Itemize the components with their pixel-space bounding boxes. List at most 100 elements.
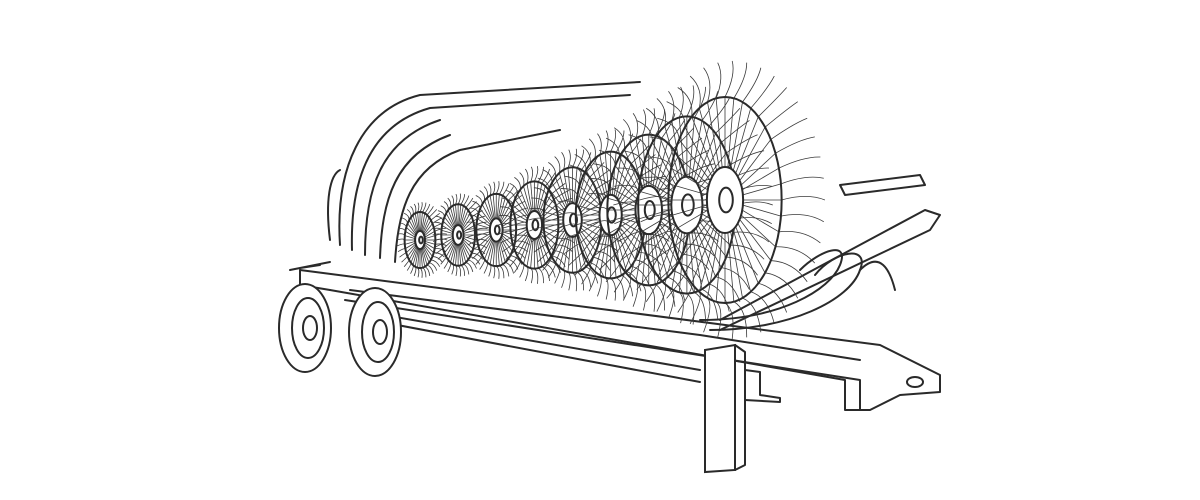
tine <box>422 202 427 213</box>
tine <box>758 282 788 313</box>
tine <box>701 91 719 121</box>
tine <box>419 267 423 278</box>
tine <box>457 265 461 277</box>
rake-wheel <box>639 60 826 340</box>
rim <box>667 96 783 304</box>
tine <box>610 129 617 152</box>
tine <box>780 214 824 223</box>
tine <box>396 243 406 247</box>
tine <box>399 252 407 258</box>
tine <box>715 301 722 338</box>
tine <box>632 281 639 307</box>
tine <box>733 301 748 338</box>
tine <box>689 291 701 325</box>
tine <box>668 288 675 319</box>
hub <box>456 230 463 240</box>
hub <box>643 199 656 221</box>
tine <box>466 221 477 225</box>
tire <box>348 287 402 377</box>
tine <box>615 277 625 300</box>
tine <box>750 291 775 324</box>
tine <box>780 176 824 185</box>
tine <box>519 263 525 278</box>
tine <box>541 266 550 282</box>
tine <box>495 181 500 195</box>
tine <box>460 264 465 276</box>
hub <box>418 235 424 245</box>
tine <box>715 107 741 134</box>
tine <box>641 109 647 136</box>
rake-wheel <box>432 193 489 277</box>
tine <box>469 256 481 265</box>
tine <box>499 265 505 279</box>
tine <box>694 86 706 118</box>
tine <box>628 134 648 153</box>
tine <box>455 193 458 205</box>
tine <box>581 152 592 171</box>
tine <box>770 260 808 282</box>
tine <box>426 206 434 216</box>
tine <box>622 119 632 143</box>
tine <box>581 269 592 288</box>
tine <box>474 221 487 226</box>
tine <box>682 253 710 271</box>
tine <box>715 62 722 99</box>
tine <box>636 120 653 143</box>
tine <box>703 67 711 103</box>
tine <box>673 270 695 293</box>
tine <box>419 202 423 213</box>
rake-wheels <box>396 60 826 340</box>
tine <box>541 168 550 184</box>
tine <box>726 256 758 276</box>
tine <box>595 250 615 263</box>
hub <box>681 193 695 217</box>
tine <box>428 209 438 218</box>
tine <box>605 137 620 157</box>
tine <box>443 259 449 269</box>
tine <box>554 156 561 174</box>
tine <box>530 267 534 284</box>
tine <box>457 193 461 205</box>
tine <box>764 101 798 128</box>
rake-wheel <box>466 181 532 279</box>
tine <box>775 246 816 264</box>
tine <box>422 267 427 278</box>
tine <box>417 202 420 213</box>
tine <box>401 217 408 224</box>
tine <box>434 248 447 252</box>
tine <box>758 87 787 117</box>
tine <box>770 117 808 140</box>
tine <box>460 194 465 205</box>
tine <box>430 259 441 267</box>
tine <box>433 222 445 228</box>
tine <box>406 262 412 271</box>
tine <box>492 181 496 195</box>
tine <box>597 133 602 155</box>
tine <box>733 231 770 243</box>
tine <box>626 271 642 292</box>
rake-wheel <box>498 166 577 284</box>
tine <box>742 297 762 333</box>
tine <box>498 214 512 219</box>
tine <box>765 272 799 299</box>
tine <box>778 231 821 244</box>
tine <box>656 98 667 127</box>
hub <box>493 224 501 236</box>
tine <box>435 248 444 255</box>
tine <box>667 276 686 301</box>
frame-arches <box>327 81 641 263</box>
tine <box>778 156 821 169</box>
hub-plate <box>525 210 544 240</box>
tine <box>592 169 610 184</box>
tine <box>401 256 408 263</box>
tine <box>472 250 481 259</box>
tine <box>465 197 474 208</box>
hydraulic-hoses <box>699 249 896 331</box>
tine <box>686 85 695 117</box>
tine <box>403 259 410 267</box>
tine <box>724 302 734 340</box>
tine <box>576 149 585 169</box>
tine <box>646 107 659 134</box>
